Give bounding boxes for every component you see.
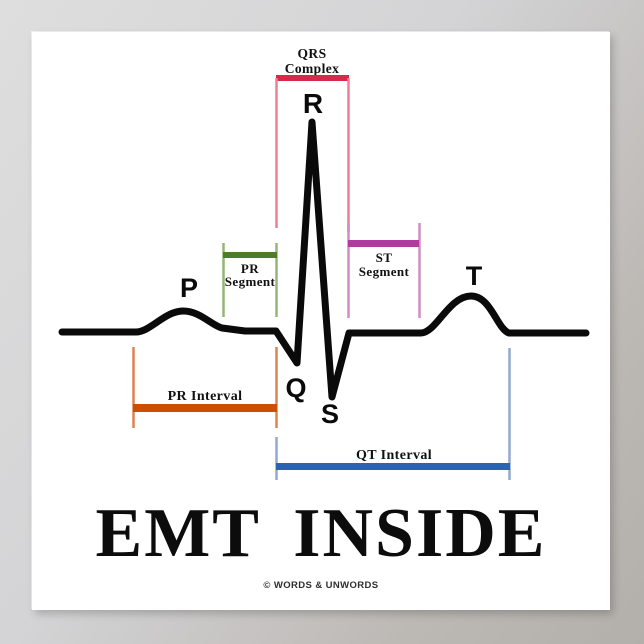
st-segment-label-line2: Segment: [359, 264, 410, 279]
poster-title: EMT INSIDE: [95, 495, 547, 572]
wave-label-q: Q: [285, 373, 306, 403]
wave-label-r: R: [303, 88, 323, 119]
qrs-complex-label-line1: QRS: [298, 46, 327, 61]
ecg-diagram: QRS Complex PR Segment ST Segment: [58, 46, 590, 480]
wave-label-t: T: [466, 261, 483, 291]
pr-segment-bar: [223, 252, 277, 258]
pr-interval-bar: [133, 404, 277, 412]
st-segment-bracket: ST Segment: [347, 223, 421, 318]
wave-label-p: P: [180, 273, 198, 303]
poster-canvas: QRS Complex PR Segment ST Segment: [32, 32, 610, 610]
qt-interval-label: QT Interval: [356, 448, 432, 463]
qrs-complex-bracket: QRS Complex: [275, 46, 350, 232]
ecg-trace: [58, 118, 590, 401]
st-segment-bar: [348, 240, 419, 247]
qrs-complex-bar: [276, 75, 349, 81]
pr-interval-label: PR Interval: [168, 389, 243, 404]
wave-label-s: S: [321, 399, 339, 429]
pr-segment-label-line2: Segment: [225, 274, 276, 289]
pr-segment-bracket: PR Segment: [222, 243, 278, 317]
qt-interval-bracket: QT Interval: [275, 348, 511, 480]
st-segment-label-line1: ST: [376, 250, 393, 265]
pr-segment-label-line1: PR: [241, 261, 259, 276]
qrs-complex-label-line2: Complex: [285, 61, 340, 76]
pr-interval-bracket: PR Interval: [132, 347, 278, 428]
copyright-credit: © WORDS & UNWORDS: [263, 580, 379, 591]
qt-interval-bar: [276, 463, 510, 470]
